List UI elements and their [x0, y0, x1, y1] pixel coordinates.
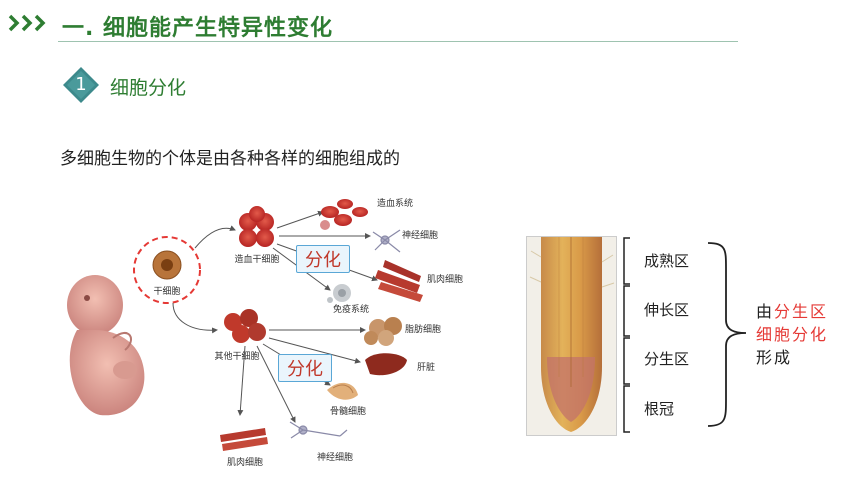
page-title: 一. 细胞能产生特异性变化	[62, 16, 334, 41]
hematopoietic-stem-cell-image	[239, 206, 274, 247]
zone-root-cap: 根冠	[644, 400, 675, 418]
section-number: 1	[75, 74, 87, 95]
label-hematopoietic-stem-cell: 造血干细胞	[234, 253, 279, 265]
conclusion-highlight-meristem: 分生区	[774, 302, 829, 321]
label-immune-system: 免疫系统	[333, 303, 369, 315]
muscle-cell-right-image	[375, 260, 423, 302]
title-divider	[58, 41, 738, 42]
label-other-stem-cell: 其他干细胞	[214, 350, 259, 362]
label-bone-cell: 骨髓细胞	[330, 405, 366, 417]
curly-brace	[707, 242, 747, 427]
differentiation-label-bottom: 分化	[278, 354, 332, 382]
conclusion-text: 由分生区 细胞分化 形成	[756, 300, 856, 369]
label-stem-cell: 干细胞	[153, 285, 180, 297]
bone-cell-image	[327, 382, 358, 400]
zone-elongation: 伸长区	[644, 301, 690, 319]
label-nerve-cell-bottom: 神经细胞	[317, 451, 353, 463]
conclusion-prefix: 由	[756, 302, 775, 321]
conclusion-suffix: 形成	[756, 348, 793, 367]
label-blood-system: 造血系统	[377, 197, 413, 209]
liver-image	[365, 353, 407, 376]
blood-system-image	[320, 199, 368, 230]
zone-maturation: 成熟区	[644, 252, 690, 270]
section-title: 细胞分化	[110, 77, 187, 99]
label-liver: 肝脏	[417, 361, 435, 373]
label-muscle-cell-right: 肌肉细胞	[427, 273, 463, 285]
muscle-cell-bottom-image	[220, 428, 268, 451]
intro-sentence: 多细胞生物的个体是由各种各样的细胞组成的	[60, 149, 400, 169]
chevrons-icon	[8, 14, 46, 32]
label-nerve-cell-top: 神经细胞	[402, 229, 438, 241]
stem-cell-differentiation-diagram: 干细胞 造血干细胞 其他干细胞 造血系统	[67, 197, 463, 468]
other-stem-cell-image	[224, 309, 266, 343]
conclusion-line-1: 由分生区	[756, 300, 856, 323]
root-tip-photo	[526, 236, 617, 436]
section-number-badge-icon	[63, 67, 99, 103]
zone-brackets	[623, 237, 630, 433]
stem-cell-highlight	[133, 236, 201, 304]
conclusion-highlight-differentiation: 细胞分化	[756, 325, 829, 344]
label-muscle-cell-bottom: 肌肉细胞	[227, 456, 263, 468]
embryo-image	[67, 275, 145, 416]
zone-meristem: 分生区	[644, 350, 690, 368]
nerve-cell-top-image	[372, 229, 401, 253]
fat-cell-image	[364, 317, 402, 346]
nerve-cell-bottom-image	[289, 421, 348, 439]
immune-system-image	[327, 284, 351, 303]
differentiation-label-top: 分化	[296, 245, 350, 273]
label-fat-cell: 脂肪细胞	[405, 323, 441, 335]
